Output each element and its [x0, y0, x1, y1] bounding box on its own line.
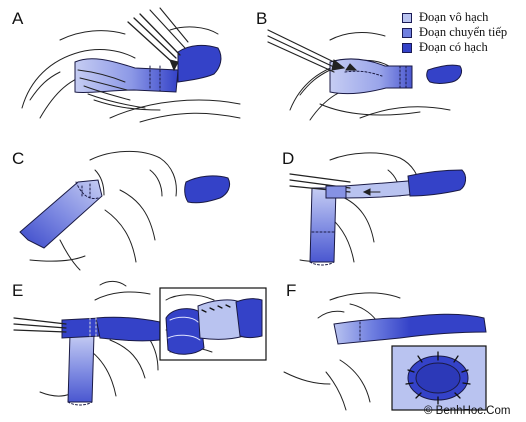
legend-item-aganglionic: Đoạn vô hạch [402, 10, 524, 25]
legend-swatch-icon [402, 12, 412, 23]
panel-d-drawing [289, 152, 467, 266]
panel-label-d: D [282, 149, 295, 168]
panel-label-b: B [256, 9, 268, 28]
panel-c-drawing [19, 150, 231, 271]
legend: Đoạn vô hạch Đoạn chuyển tiếp Đoạn có hạ… [402, 10, 524, 55]
legend-swatch-icon [402, 27, 412, 38]
panel-a-drawing [21, 7, 241, 123]
panel-label-a: A [12, 9, 24, 28]
panel-b-drawing [267, 29, 463, 121]
legend-label: Đoạn vô hạch [419, 10, 489, 24]
panel-label-e: E [12, 281, 24, 300]
copyright-text: © BenhHoc.Com [424, 405, 511, 417]
panel-e-drawing [13, 280, 267, 406]
legend-item-ganglionic: Đoạn có hạch [402, 40, 524, 55]
panel-label-f: F [286, 281, 297, 300]
legend-label: Đoạn chuyển tiếp [419, 25, 508, 39]
legend-label: Đoạn có hạch [419, 40, 488, 54]
panel-label-c: C [12, 149, 25, 168]
panel-f-drawing [283, 292, 487, 411]
legend-swatch-icon [402, 42, 412, 53]
legend-item-transition: Đoạn chuyển tiếp [402, 25, 524, 40]
